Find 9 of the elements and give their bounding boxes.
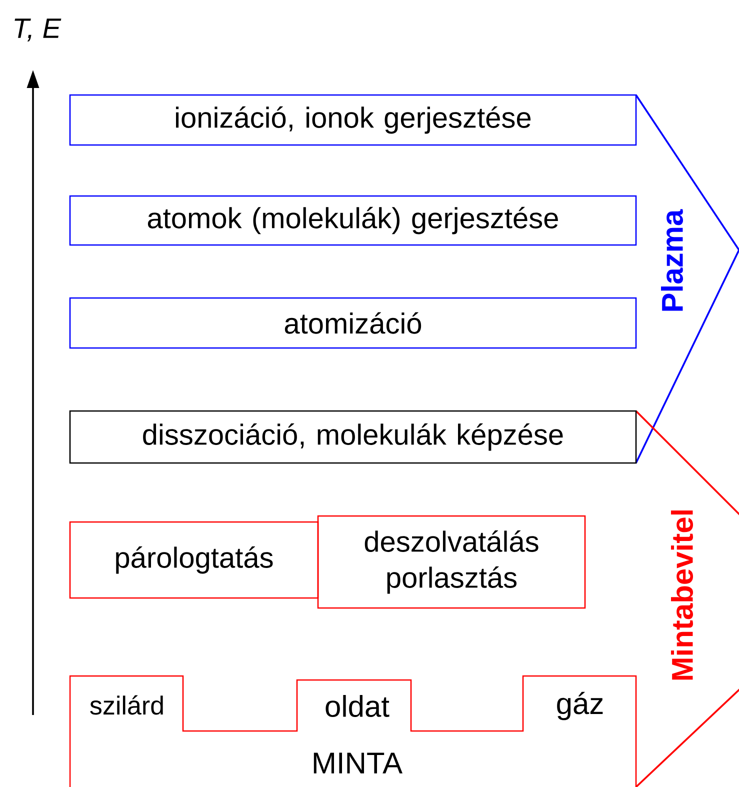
process-box: disszociáció, molekulák képzése xyxy=(69,410,637,464)
section-label: Mintabevitel xyxy=(671,510,694,680)
process-box: párologtatás xyxy=(69,521,319,599)
process-box: deszolvatálás porlasztás xyxy=(317,515,586,609)
process-box: atomizáció xyxy=(69,297,637,349)
process-box: ionizáció, ionok gerjesztése xyxy=(69,94,637,146)
section-label: Plazma xyxy=(661,209,684,311)
axis-label: T, E xyxy=(14,18,62,42)
process-box: atomok (molekulák) gerjesztése xyxy=(69,195,637,246)
